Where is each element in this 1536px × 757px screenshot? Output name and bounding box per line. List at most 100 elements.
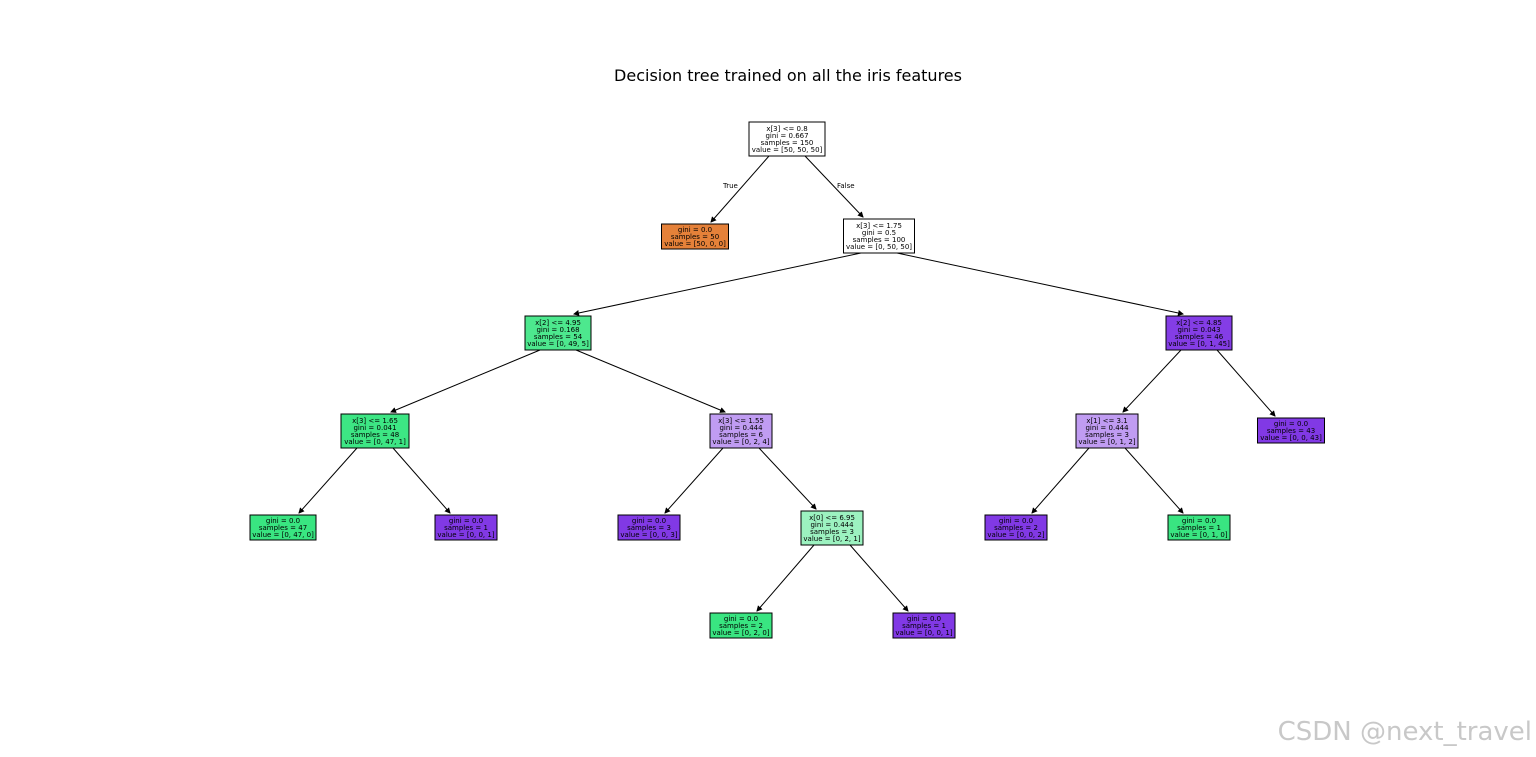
- tree-node-text: value = [0, 2, 0]: [712, 629, 769, 637]
- tree-node-box: [434, 514, 498, 541]
- tree-node-text: value = [0, 0, 2]: [987, 531, 1044, 539]
- tree-node-text: gini = 0.444: [810, 521, 854, 529]
- tree-edge-5-9: [298, 447, 358, 514]
- tree-node-text: gini = 0.667: [765, 132, 808, 140]
- tree-node-text: x[2] <= 4.95: [535, 319, 581, 327]
- tree-edge-7-13: [1031, 447, 1090, 514]
- tree-node-text: gini = 0.444: [1085, 424, 1129, 432]
- tree-node-box: [843, 218, 915, 254]
- tree-node-box: [1167, 514, 1231, 541]
- tree-node-box: [1165, 315, 1233, 351]
- branch-labels: True False: [722, 182, 855, 190]
- tree-node-text: value = [0, 0, 3]: [620, 531, 677, 539]
- tree-node-text: gini = 0.043: [1177, 326, 1220, 334]
- tree-node-text: gini = 0.0: [1182, 517, 1216, 525]
- tree-node-box: [340, 413, 410, 449]
- tree-node-box: [800, 510, 864, 546]
- tree-node-text: x[3] <= 1.55: [718, 417, 764, 425]
- tree-node-text: samples = 3: [627, 524, 671, 532]
- tree-node-text: gini = 0.0: [449, 517, 483, 525]
- tree-node-text: x[3] <= 1.75: [856, 222, 902, 230]
- watermark: CSDN @next_travel: [1277, 717, 1532, 747]
- tree-node-text: value = [50, 50, 50]: [752, 146, 823, 154]
- tree-edge-3-5: [390, 349, 541, 413]
- tree-node-text: value = [0, 2, 1]: [803, 535, 860, 543]
- tree-node-text: gini = 0.0: [678, 226, 712, 234]
- tree-node-text: gini = 0.0: [907, 615, 941, 623]
- tree-edge-0-2: [804, 155, 864, 218]
- tree-node-text: samples = 1: [902, 622, 946, 630]
- tree-node-box: [892, 612, 956, 639]
- tree-node-box: [748, 121, 826, 157]
- tree-node-text: value = [0, 2, 4]: [712, 438, 769, 446]
- tree-node-text: gini = 0.0: [724, 615, 758, 623]
- tree-node-text: samples = 43: [1267, 427, 1315, 435]
- tree-node-box: [709, 413, 773, 449]
- branch-label-false: False: [837, 182, 855, 190]
- tree-edges: [298, 155, 1276, 612]
- tree-node-text: value = [0, 1, 45]: [1168, 340, 1230, 348]
- tree-node-box: [984, 514, 1048, 541]
- tree-node-text: gini = 0.0: [632, 517, 666, 525]
- tree-edge-6-11: [664, 447, 724, 514]
- tree-node-box: [524, 315, 592, 351]
- tree-edge-12-15: [756, 544, 815, 612]
- tree-node-text: samples = 3: [810, 528, 854, 536]
- tree-node-text: value = [0, 0, 1]: [895, 629, 952, 637]
- tree-node-text: gini = 0.0: [999, 517, 1033, 525]
- tree-node-text: gini = 0.0: [1274, 420, 1308, 428]
- tree-edge-7-14: [1124, 447, 1184, 514]
- tree-node-text: samples = 2: [719, 622, 763, 630]
- tree-node-text: value = [0, 0, 43]: [1260, 434, 1322, 442]
- tree-node-text: x[3] <= 0.8: [766, 125, 807, 133]
- tree-edge-2-3: [573, 252, 862, 316]
- tree-edge-4-8: [1216, 349, 1276, 417]
- tree-node-text: samples = 3: [1085, 431, 1129, 439]
- tree-edge-12-16: [849, 544, 909, 612]
- tree-node-text: value = [0, 47, 1]: [344, 438, 406, 446]
- tree-node-text: value = [0, 0, 1]: [437, 531, 494, 539]
- tree-node-text: samples = 1: [1177, 524, 1221, 532]
- tree-node-text: samples = 50: [671, 233, 719, 241]
- tree-node-box: [661, 223, 729, 250]
- tree-node-box: [617, 514, 681, 541]
- tree-edge-5-10: [392, 447, 451, 514]
- tree-node-text: value = [0, 49, 5]: [527, 340, 589, 348]
- tree-node-text: value = [0, 1, 0]: [1170, 531, 1227, 539]
- tree-node-text: samples = 48: [351, 431, 399, 439]
- tree-node-text: x[0] <= 6.95: [809, 514, 855, 522]
- tree-node-text: value = [0, 1, 2]: [1078, 438, 1135, 446]
- tree-node-box: [249, 514, 317, 541]
- branch-label-true: True: [722, 182, 738, 190]
- tree-edge-6-12: [758, 447, 817, 510]
- tree-node-text: samples = 46: [1175, 333, 1224, 341]
- tree-node-text: gini = 0.041: [353, 424, 396, 432]
- tree-node-text: value = [50, 0, 0]: [664, 240, 726, 248]
- tree-node-text: x[2] <= 4.85: [1176, 319, 1222, 327]
- tree-node-box: [1075, 413, 1139, 449]
- diagram-title: Decision tree trained on all the iris fe…: [614, 66, 962, 85]
- tree-node-text: gini = 0.444: [719, 424, 763, 432]
- tree-node-text: samples = 150: [761, 139, 814, 147]
- tree-node-text: samples = 100: [853, 236, 906, 244]
- tree-node-text: samples = 1: [444, 524, 488, 532]
- tree-edge-2-4: [896, 252, 1184, 316]
- tree-edge-4-7: [1122, 349, 1182, 413]
- tree-node-text: x[1] <= 3.1: [1086, 417, 1127, 425]
